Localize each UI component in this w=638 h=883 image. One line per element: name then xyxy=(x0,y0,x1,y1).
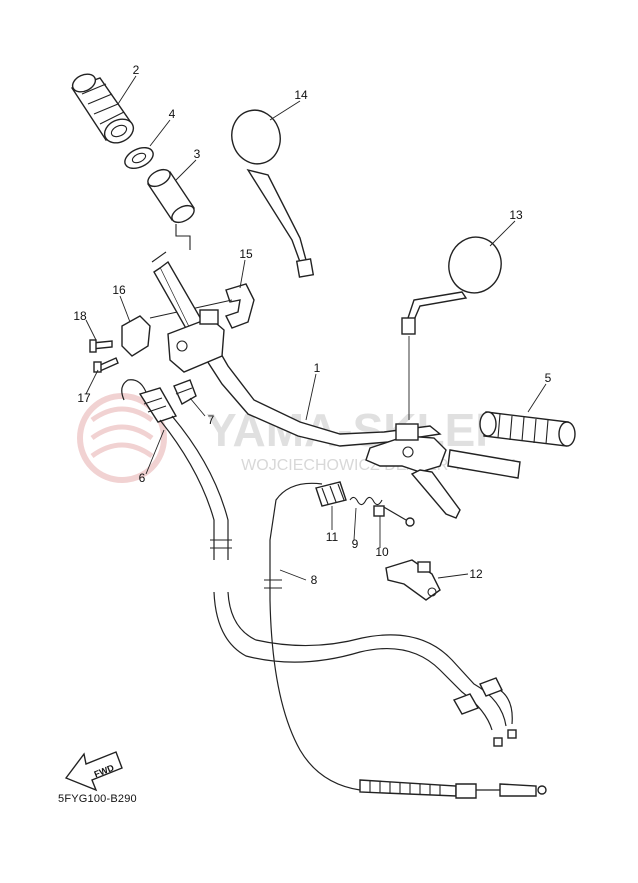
part-cable-clip xyxy=(173,379,197,405)
part-spring xyxy=(349,496,383,506)
part-right-bar-end xyxy=(447,449,521,479)
callout-2: 2 xyxy=(133,63,140,77)
fwd-arrow-icon: FWD xyxy=(64,751,123,792)
callout-13: 13 xyxy=(509,208,523,222)
callout-15: 15 xyxy=(239,247,253,261)
callout-17: 17 xyxy=(77,391,91,405)
callout-14: 14 xyxy=(294,88,308,102)
part-clutch-cable xyxy=(264,482,547,799)
callout-1: 1 xyxy=(314,361,321,375)
callout-9: 9 xyxy=(352,537,359,551)
diagram-code: 5FYG100-B290 xyxy=(58,793,137,805)
callout-18: 18 xyxy=(73,309,87,323)
part-cable-adjuster xyxy=(315,481,347,507)
callout-16: 16 xyxy=(112,283,126,297)
part-lever-housing xyxy=(365,423,461,519)
part-left-grip xyxy=(70,73,135,144)
leader-lines xyxy=(85,75,547,581)
part-screw-18 xyxy=(89,339,113,353)
callout-7: 7 xyxy=(208,413,215,427)
part-left-mirror xyxy=(231,109,315,278)
callout-6: 6 xyxy=(139,471,146,485)
callouts: 2 4 3 14 13 15 16 18 17 7 6 1 5 11 9 10 … xyxy=(73,63,551,587)
part-pivot xyxy=(385,559,441,601)
callout-10: 10 xyxy=(375,545,389,559)
part-throttle-cables xyxy=(159,415,517,747)
part-throttle-tube xyxy=(146,168,196,250)
callout-3: 3 xyxy=(194,147,201,161)
part-right-mirror xyxy=(401,236,502,420)
part-throttle-cable-ends xyxy=(121,379,178,423)
callout-8: 8 xyxy=(311,573,318,587)
part-cable-end xyxy=(373,505,415,527)
callout-12: 12 xyxy=(469,567,483,581)
part-washer xyxy=(124,146,154,170)
part-left-switch-housing xyxy=(167,309,225,373)
part-right-grip xyxy=(479,411,576,447)
callout-5: 5 xyxy=(545,371,552,385)
callout-4: 4 xyxy=(169,107,176,121)
part-clamp xyxy=(225,283,255,329)
callout-11: 11 xyxy=(326,530,339,544)
